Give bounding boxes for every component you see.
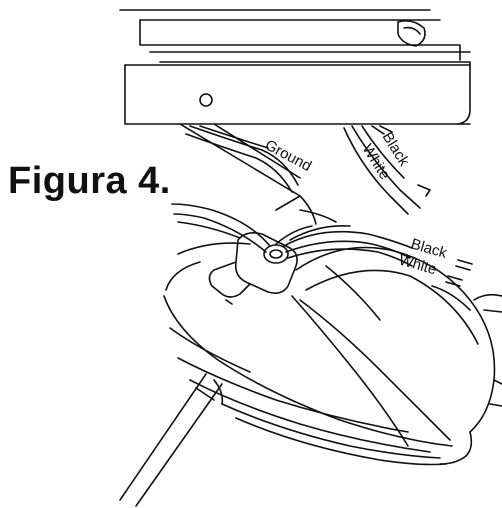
figure-title: Figura 4. xyxy=(8,160,175,203)
supply-wires-lower xyxy=(171,203,413,267)
mounting-screw-hole-icon xyxy=(199,93,213,107)
mounting-bracket xyxy=(119,9,471,125)
supply-wires-upper xyxy=(343,125,431,215)
fixture-bowl xyxy=(163,242,502,466)
canopy-plate xyxy=(179,123,337,225)
support-rod xyxy=(119,373,224,507)
wire-end-markers xyxy=(445,259,473,287)
